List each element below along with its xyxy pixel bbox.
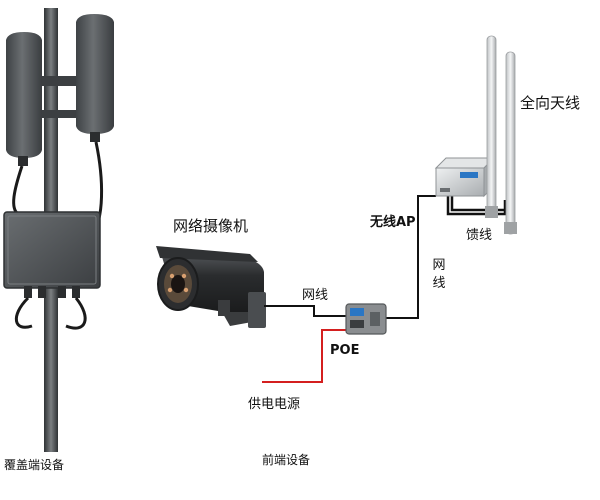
omni-antenna-icon xyxy=(485,35,498,218)
outdoor-enclosure-icon xyxy=(3,211,101,298)
wireless-ap-label: 无线AP xyxy=(370,215,416,230)
mast-clamp-lower xyxy=(40,110,76,118)
coverage-equipment-label: 覆盖端设备 xyxy=(4,458,65,472)
poe-injector-icon xyxy=(345,303,387,335)
panel-antenna-icon xyxy=(6,32,42,166)
coverage-pole-assembly xyxy=(3,8,114,452)
frontend-equipment-label: 前端设备 xyxy=(262,453,311,467)
network-cable xyxy=(264,195,436,319)
feeder-label: 馈线 xyxy=(466,228,493,243)
feeder-cable xyxy=(446,196,514,216)
panel-antenna-icon xyxy=(76,14,114,142)
network-camera-label: 网络摄像机 xyxy=(173,217,249,235)
bullet-camera-icon xyxy=(156,246,266,328)
omni-antenna-icon xyxy=(504,51,517,235)
network-cable-vertical-label: 网线 xyxy=(432,258,446,291)
network-cable-label: 网线 xyxy=(302,288,329,303)
wireless-ap-icon xyxy=(434,156,496,198)
omni-antenna-label: 全向天线 xyxy=(520,94,581,112)
power-line xyxy=(262,329,352,383)
power-supply-label: 供电电源 xyxy=(248,397,301,412)
mast-clamp xyxy=(40,76,76,86)
poe-label: POE xyxy=(330,343,360,358)
